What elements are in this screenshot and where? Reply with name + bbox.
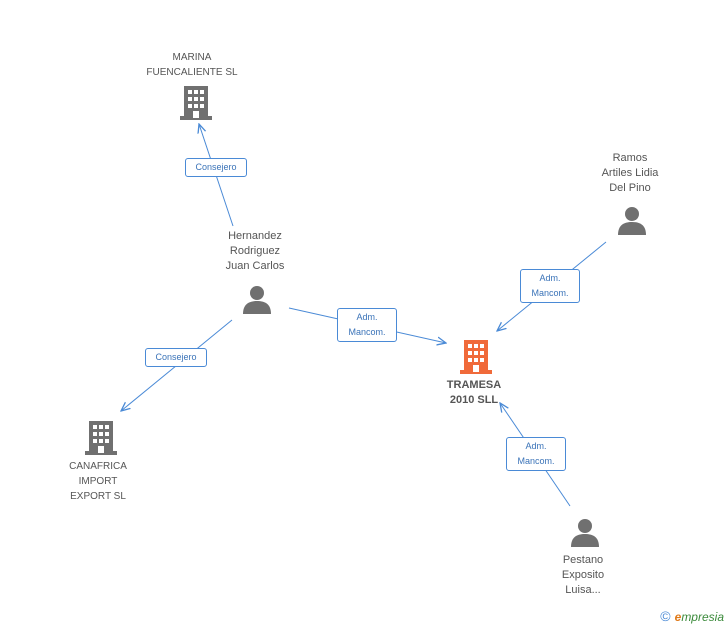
node-label-hernandez[interactable]: Hernandez Rodriguez Juan Carlos (225, 230, 285, 272)
node-label-marina[interactable]: MARINA FUENCALIENTE SL (146, 52, 238, 78)
brand-name: mpresia (681, 610, 724, 624)
edge-label-consejero-canafrica: Consejero (145, 348, 207, 367)
copyright-icon: © (660, 608, 671, 624)
node-label-ramos[interactable]: Ramos Artiles Lidia Del Pino (601, 152, 659, 194)
edge-label-consejero-marina: Consejero (185, 158, 247, 177)
footer-brand: ©empresia (660, 608, 724, 624)
building-icon-main[interactable] (460, 340, 492, 374)
edge-label-adm-pestano: Adm. Mancom. (506, 437, 566, 471)
node-label-tramesa[interactable]: TRAMESA 2010 SLL (446, 379, 502, 406)
building-icon[interactable] (85, 421, 117, 455)
person-icon[interactable] (570, 518, 600, 548)
node-label-canafrica[interactable]: CANAFRICA IMPORT EXPORT SL (69, 461, 127, 502)
edge-label-adm-ramos: Adm. Mancom. (520, 269, 580, 303)
brand-initial: e (674, 610, 682, 624)
building-icon[interactable] (180, 86, 212, 120)
person-icon[interactable] (242, 285, 272, 315)
node-label-pestano[interactable]: Pestano Exposito Luisa... (561, 554, 605, 596)
edge-label-adm-hernandez: Adm. Mancom. (337, 308, 397, 342)
person-icon[interactable] (617, 206, 647, 236)
